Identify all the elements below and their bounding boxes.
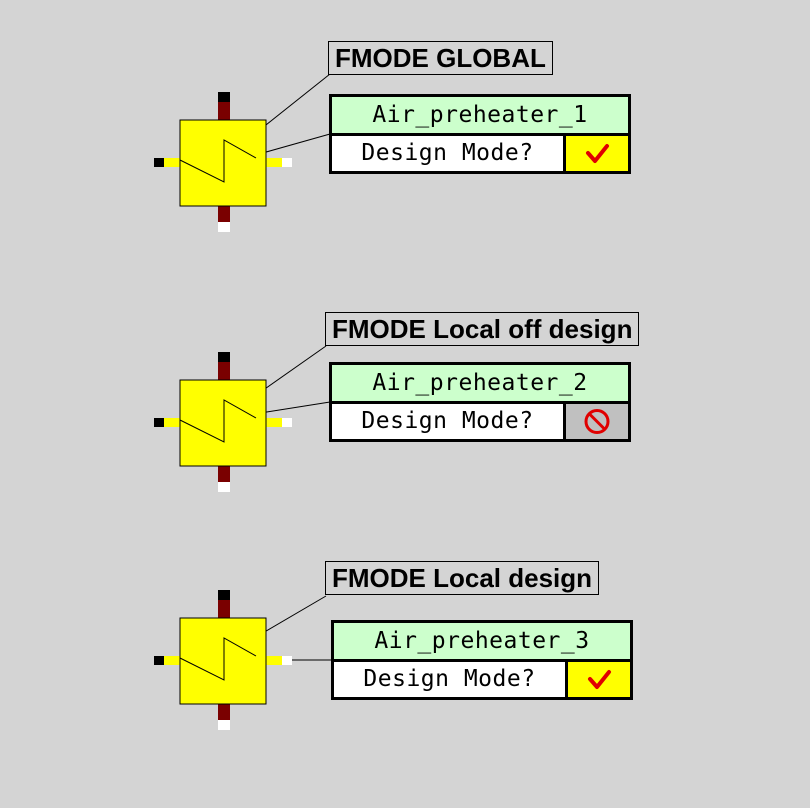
callout-label-3: FMODE Local design <box>325 561 600 595</box>
design-mode-label: Design Mode? <box>332 404 563 439</box>
heat-exchanger-icon <box>154 92 292 232</box>
prohibited-icon <box>584 409 610 434</box>
component-panel-3[interactable]: Air_preheater_3 Design Mode? <box>331 620 633 700</box>
heat-exchanger-symbol-3[interactable] <box>143 580 303 740</box>
checkmark-icon <box>586 144 609 163</box>
component-name[interactable]: Air_preheater_3 <box>334 623 630 659</box>
design-mode-toggle[interactable] <box>568 662 630 697</box>
heat-exchanger-symbol-1[interactable] <box>143 82 303 242</box>
panel-leader-2 <box>253 401 331 415</box>
component-panel-2[interactable]: Air_preheater_2 Design Mode? <box>329 362 631 442</box>
component-panel-1[interactable]: Air_preheater_1 Design Mode? <box>329 94 631 174</box>
design-mode-label: Design Mode? <box>334 662 565 697</box>
callout-label-2: FMODE Local off design <box>325 312 640 346</box>
callout-label-1: FMODE GLOBAL <box>328 41 553 75</box>
component-name[interactable]: Air_preheater_2 <box>332 365 628 401</box>
design-mode-toggle[interactable] <box>566 404 628 439</box>
component-name[interactable]: Air_preheater_1 <box>332 97 628 133</box>
heat-exchanger-icon <box>154 590 292 730</box>
heat-exchanger-icon <box>154 352 292 492</box>
design-mode-toggle[interactable] <box>566 136 628 171</box>
checkmark-icon <box>588 670 611 689</box>
heat-exchanger-symbol-2[interactable] <box>143 342 303 502</box>
design-mode-label: Design Mode? <box>332 136 563 171</box>
